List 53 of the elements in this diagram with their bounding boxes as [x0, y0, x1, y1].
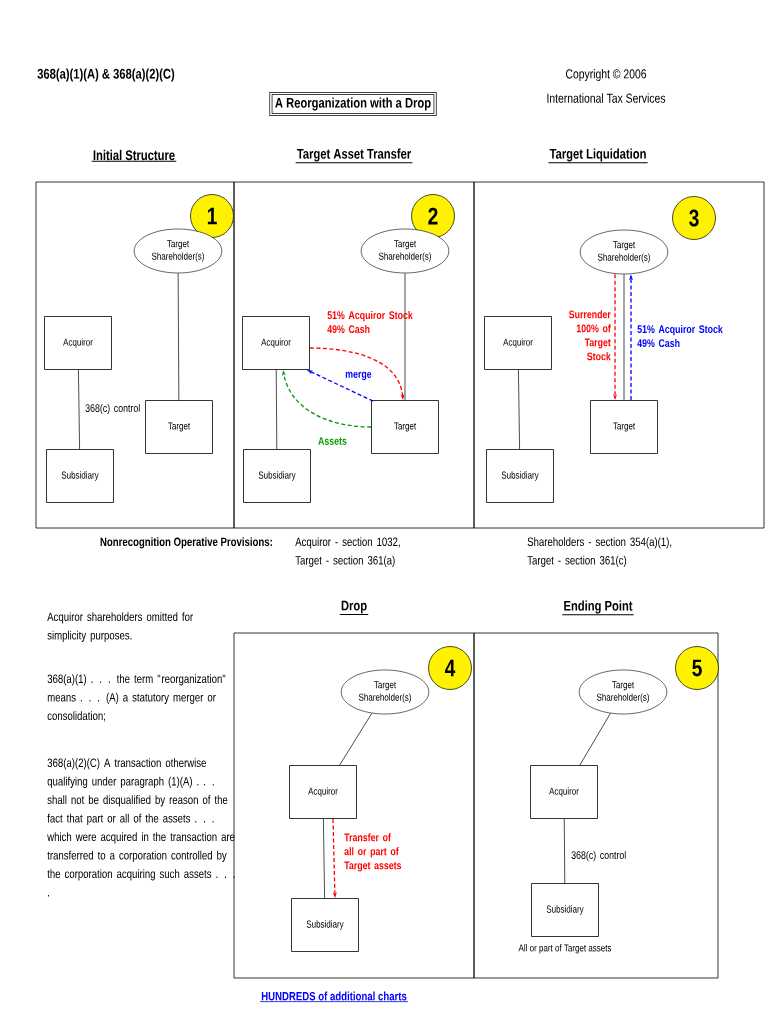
connector-line	[275, 369, 278, 450]
edge-label: 368(c) control	[85, 403, 140, 415]
entity-box: Target	[590, 400, 658, 454]
connector-line	[518, 369, 520, 450]
number-badge: 2	[411, 194, 455, 238]
edge-label: 51% Acquiror Stock 49% Cash	[327, 310, 413, 334]
provisions-heading: Nonrecognition Operative Provisions:	[100, 537, 272, 549]
edge-label: Assets	[318, 437, 347, 445]
entity-box: Acquiror	[289, 765, 357, 819]
title-box: A Reorganization with a Drop	[269, 91, 437, 117]
entity-box: Subsidiary	[46, 449, 114, 503]
entity-box: Target	[371, 400, 439, 454]
node-label: Drop	[341, 600, 367, 614]
note-text: Shareholders - section 354(a)(1), Target - section 361(c)	[527, 537, 672, 567]
note-text: 368(a)(1) . . . the term "reorganization" means . . . (A) a statutory merger or consolidation;	[47, 674, 226, 722]
number-badge: 4	[428, 646, 472, 690]
header-text: Copyright © 2006	[566, 68, 647, 82]
connector-line	[563, 818, 566, 884]
entity-box: Subsidiary All or part of Target assets	[518, 883, 612, 954]
connector-line	[579, 713, 611, 766]
footer-link: HUNDREDS of additional charts	[259, 991, 409, 1002]
entity-box: Subsidiary	[486, 449, 554, 503]
edge-label: 51% Acquiror Stock 49% Cash	[637, 324, 723, 348]
edge-label: Transfer of all or part of Target assets	[344, 833, 402, 872]
number-badge: 3	[672, 196, 716, 240]
node-label: Ending Point	[564, 600, 633, 614]
node-label: Target Asset Transfer	[296, 148, 411, 162]
entity-box: Acquiror	[484, 316, 552, 370]
node-label: All or part of Target assets	[518, 944, 612, 954]
connector-line	[78, 369, 80, 450]
number-badge: 1	[190, 194, 234, 238]
entity-box: Subsidiary	[291, 898, 359, 952]
entity-box: Acquiror	[530, 765, 598, 819]
node-label: Target Liquidation	[549, 148, 646, 162]
entity-box: Acquiror	[242, 316, 310, 370]
connector-line	[323, 818, 325, 899]
edge-label: Surrender 100% of Target Stock	[569, 310, 611, 361]
connector-line	[177, 272, 180, 401]
entity-box: Target	[145, 400, 213, 454]
entity-box: Subsidiary	[243, 449, 311, 503]
edge-label: 368(c) control	[571, 850, 626, 862]
node-label: Initial Structure	[93, 149, 175, 161]
note-text: Acquiror shareholders omitted for simplicity purposes.	[47, 612, 193, 642]
connector-line	[339, 712, 373, 766]
connector-line	[404, 272, 406, 401]
note-text: 368(a)(2)(C) A transaction otherwise qualifying under paragraph (1)(A) . . . shall not be disqualified by reason of the fact that part or all of the assets . . . which were acquired in the transaction are transferred to a corporation controlled by the corporation acquiring such assets . . . .	[47, 758, 235, 897]
number-badge: 5	[675, 646, 719, 690]
edge-label: merge	[345, 371, 372, 381]
entity-box: Acquiror	[44, 316, 112, 370]
connector-line	[623, 273, 625, 401]
header-text: International Tax Services	[547, 93, 666, 103]
note-text: Acquiror - section 1032, Target - section 361(a)	[295, 537, 400, 567]
heading-text: 368(a)(1)(A) & 368(a)(2)(C)	[37, 68, 175, 82]
